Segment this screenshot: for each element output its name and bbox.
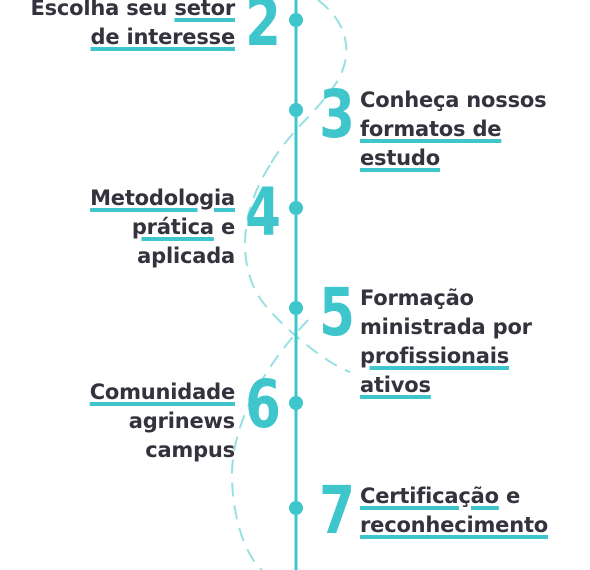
label-text: Escolha seu <box>30 0 175 20</box>
label-text: Formação <box>360 286 474 310</box>
step-label: Formação ministrada por profissionais ativo… <box>360 284 532 400</box>
highlighted-text: formatos de <box>360 117 502 141</box>
highlighted-text: estudo <box>360 146 440 170</box>
step-label-line: de interesse <box>30 23 236 52</box>
dashed-loop-middle <box>244 164 351 373</box>
step-label-line: agrinews <box>90 407 235 436</box>
label-text: campus <box>145 438 235 462</box>
step-label-line: estudo <box>360 144 546 173</box>
step-label-line: Escolha seu setor <box>30 0 235 23</box>
step-label-line: ministrada por <box>360 313 532 342</box>
label-text: Conheça nossos <box>360 88 547 112</box>
step-number: 6 <box>245 366 281 443</box>
label-text: aplicada <box>137 244 235 268</box>
step-label-line: ativos <box>360 371 532 400</box>
timeline-dot <box>289 396 303 410</box>
label-text: agrinews <box>128 409 235 433</box>
step-label-line: prática e <box>90 213 235 242</box>
step-number: 2 <box>245 0 281 61</box>
step-label-line: campus <box>90 436 235 465</box>
step-number: 5 <box>319 274 355 351</box>
highlighted-text: reconhecimento <box>360 513 549 537</box>
step-label-line: reconhecimento <box>360 511 548 540</box>
highlighted-text: Certificação <box>360 484 499 508</box>
step-label: Conheça nossos formatos de estudo <box>360 86 547 173</box>
step-label-line: Certificação e <box>360 482 548 511</box>
step-label-line: Conheça nossos <box>360 86 547 115</box>
label-text: e <box>498 484 521 508</box>
timeline-dot <box>289 103 303 117</box>
step-label-line: profissionais <box>360 342 532 371</box>
highlighted-text: setor <box>174 0 235 20</box>
label-text: ministrada por <box>360 315 532 339</box>
step-number: 4 <box>245 174 281 251</box>
step-label-line: aplicada <box>90 242 235 271</box>
step-label-line: formatos de <box>360 115 546 144</box>
step-label: Comunidade agrinews campus <box>89 378 236 465</box>
step-number: 7 <box>319 472 355 549</box>
highlighted-text: prática <box>131 215 214 239</box>
timeline-dot <box>289 501 303 515</box>
dashed-loop-top <box>269 0 348 166</box>
dashed-loop-bottom <box>230 319 309 570</box>
label-text: e <box>213 215 235 239</box>
timeline-dot <box>289 13 303 27</box>
highlighted-text: profissionais <box>360 344 509 368</box>
highlighted-text: Metodologia <box>90 186 235 210</box>
step-label-line: Comunidade <box>89 378 236 407</box>
timeline-dot <box>289 201 303 215</box>
step-label-line: Metodologia <box>90 184 235 213</box>
timeline-dot <box>289 301 303 315</box>
step-label-line: Formação <box>360 284 532 313</box>
highlighted-text: ativos <box>360 373 431 397</box>
highlighted-text: Comunidade <box>89 380 236 404</box>
highlighted-text: de interesse <box>90 25 236 49</box>
step-number: 3 <box>319 76 355 153</box>
